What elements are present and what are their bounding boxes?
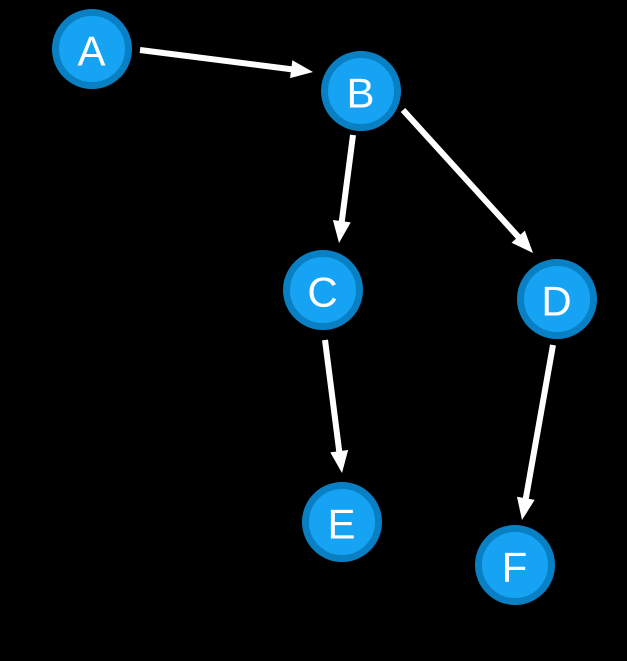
- edge-arrowhead: [516, 496, 535, 520]
- graph-node-A: A: [52, 9, 132, 89]
- node-circle: [52, 9, 132, 89]
- graph-node-F: F: [475, 525, 555, 605]
- node-label: F: [502, 544, 529, 591]
- graph-node-E: E: [302, 482, 382, 562]
- graph-node-D: D: [517, 259, 597, 339]
- edge-line: [338, 134, 356, 225]
- edge-B-D: [400, 107, 533, 253]
- node-circle: [475, 525, 555, 605]
- edge-C-E: [322, 339, 349, 473]
- edge-line: [400, 107, 523, 241]
- edge-B-C: [332, 134, 356, 243]
- edge-arrowhead: [290, 60, 313, 79]
- edge-A-B: [139, 47, 313, 79]
- node-circle: [302, 482, 382, 562]
- edge-line: [139, 47, 295, 73]
- node-label: A: [77, 28, 106, 75]
- node-label: D: [541, 278, 572, 325]
- graph-node-C: C: [283, 250, 363, 330]
- edge-line: [322, 339, 343, 455]
- graph-node-B: B: [321, 51, 401, 131]
- edge-D-F: [516, 344, 556, 520]
- node-circle: [517, 259, 597, 339]
- edge-arrowhead: [330, 450, 349, 473]
- node-circle: [283, 250, 363, 330]
- node-label: B: [346, 70, 375, 117]
- edge-line: [522, 344, 556, 502]
- edge-arrowhead: [511, 230, 533, 253]
- node-circle: [321, 51, 401, 131]
- edge-arrowhead: [332, 220, 351, 243]
- node-label: C: [307, 269, 338, 316]
- node-label: E: [327, 501, 356, 548]
